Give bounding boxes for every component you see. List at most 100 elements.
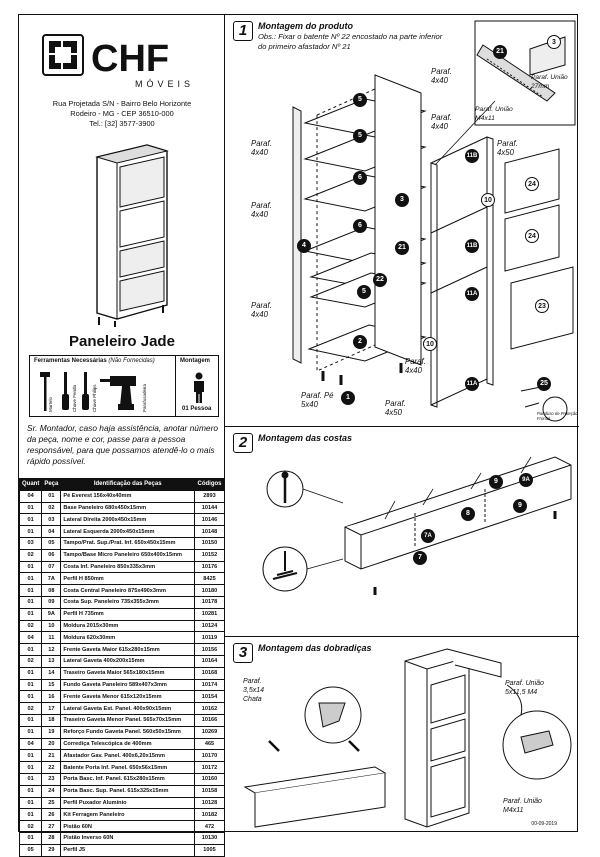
column-header: Quant — [18, 478, 43, 491]
part-number-cell: 24 — [41, 784, 62, 798]
quantity-cell: 01 — [18, 784, 43, 798]
part-description-cell: Lateral Direita 2000x450x15mm — [60, 513, 195, 527]
step-2-section: 2 Montagem das costas 9 9A 9 8 7A 7 — [225, 427, 579, 637]
part-description-cell: Perfil H 735mm — [60, 607, 195, 621]
code-cell: 10156 — [194, 643, 225, 656]
step-1-title: Montagem do produto — [258, 21, 353, 31]
part-badge: 10 — [481, 193, 495, 207]
part-description-cell: Reforço Fundo Gaveta Panel. 560x50x15mm — [60, 725, 195, 739]
quantity-cell: 01 — [18, 796, 43, 810]
chf-logo: CHF MÓVEIS — [42, 34, 194, 89]
address-phone: Tel.: [32] 3577-3900 — [89, 119, 155, 128]
part-description-cell: Corrediça Telescópica de 400mm — [60, 737, 195, 751]
screw-label: Parafuso de Proteção Frontal — [537, 411, 578, 421]
part-badge: 10 — [423, 337, 437, 351]
part-badge: 11B — [465, 239, 479, 253]
part-badge: 22 — [373, 273, 387, 287]
part-badge: 11A — [465, 287, 479, 301]
step-2-number: 2 — [233, 433, 253, 453]
part-badge: 2 — [353, 335, 367, 349]
part-description-cell: Tampo/Base Micro Paneleiro 650x400x15mm — [60, 548, 195, 562]
parts-table: Quant Peça Identificação das Peças Códig… — [18, 478, 225, 857]
part-description-cell: Tampo/Prat. Sup./Prat. Inf. 650x450x15mm — [60, 536, 195, 550]
flat-screwdriver-icon — [62, 372, 69, 410]
part-number-cell: 25 — [41, 796, 62, 810]
quantity-cell: 01 — [18, 525, 43, 538]
part-number-cell: 18 — [41, 713, 62, 727]
code-cell: 10144 — [194, 501, 225, 515]
part-number-cell: 12 — [41, 643, 62, 656]
code-cell: 10150 — [194, 536, 225, 550]
product-name: Paneleiro Jade — [69, 333, 175, 350]
screw-label: Paraf. União M4x11 — [503, 798, 542, 814]
part-number-cell: 04 — [41, 525, 62, 538]
part-number-cell: 23 — [41, 772, 62, 786]
quantity-cell: 01 — [18, 772, 43, 786]
drill-icon — [100, 376, 136, 410]
screw-label: Paraf. União M4x11 — [475, 106, 513, 122]
quantity-cell: 02 — [18, 820, 43, 833]
part-badge: 5 — [353, 93, 367, 107]
code-cell: 10269 — [194, 725, 225, 739]
code-cell: 10168 — [194, 666, 225, 680]
step-1-section: 1 Montagem do produto Obs.: Fixar o bate… — [225, 15, 579, 427]
brand-subtitle: MÓVEIS — [135, 79, 194, 89]
tool-label: Martelo — [48, 396, 53, 412]
part-description-cell: Pistão 60N — [60, 820, 195, 833]
quantity-cell: 01 — [18, 513, 43, 527]
screw-label: Paraf. 4x40 — [251, 301, 272, 319]
code-cell: 465 — [194, 737, 225, 751]
quantity-cell: 01 — [18, 595, 43, 609]
part-badge: 3 — [547, 35, 561, 49]
quantity-cell: 04 — [18, 737, 43, 751]
part-badge: 11A — [465, 377, 479, 391]
code-cell: 10166 — [194, 713, 225, 727]
part-number-cell: 17 — [41, 702, 62, 715]
screw-label: Paraf. 4x40 — [251, 139, 272, 157]
code-cell: 10158 — [194, 784, 225, 798]
part-number-cell: 03 — [41, 513, 62, 527]
code-cell: 10152 — [194, 548, 225, 562]
part-number-cell: 19 — [41, 725, 62, 739]
quantity-cell: 01 — [18, 501, 43, 515]
screw-label: Paraf. 3,5x14 Chata — [243, 678, 265, 703]
part-description-cell: Costa Inf. Paneleiro 850x335x3mm — [60, 560, 195, 574]
part-number-cell: 9A — [41, 607, 62, 621]
code-cell: 1005 — [194, 843, 225, 857]
assistance-notice: Sr. Montador, caso haja assistência, ano… — [27, 423, 219, 466]
code-cell: 10180 — [194, 584, 225, 597]
part-number-cell: 29 — [41, 843, 62, 857]
part-badge: 9 — [513, 499, 527, 513]
part-badge: 7 — [413, 551, 427, 565]
code-cell: 10281 — [194, 607, 225, 621]
part-badge: 4 — [297, 239, 311, 253]
part-description-cell: Lateral Gaveta 400x200x15mm — [60, 654, 195, 668]
quantity-cell: 04 — [18, 489, 43, 503]
screw-label: Paraf. 4x40 — [405, 357, 426, 375]
company-address: Rua Projetada S/N - Bairro Belo Horizont… — [19, 99, 225, 129]
part-badge: 8 — [461, 507, 475, 521]
part-number-cell: 02 — [41, 501, 62, 515]
people-count: 01 Pessoa — [182, 406, 212, 412]
step-1-obs: Obs.: Fixar o batente Nº 22 encostado na… — [258, 32, 443, 51]
back-panel-diagram — [262, 456, 572, 595]
person-icon — [194, 372, 204, 403]
screw-label: Paraf. 4x50 — [497, 139, 518, 157]
part-number-cell: 09 — [41, 595, 62, 609]
part-badge: 7A — [421, 529, 435, 543]
quantity-cell: 01 — [18, 831, 43, 845]
quantity-cell: 02 — [18, 619, 43, 633]
part-number-cell: 13 — [41, 654, 62, 668]
part-number-cell: 15 — [41, 678, 62, 692]
code-cell: 10148 — [194, 525, 225, 538]
part-number-cell: 08 — [41, 584, 62, 597]
step-1-number: 1 — [233, 21, 253, 41]
part-number-cell: 7A — [41, 572, 62, 586]
